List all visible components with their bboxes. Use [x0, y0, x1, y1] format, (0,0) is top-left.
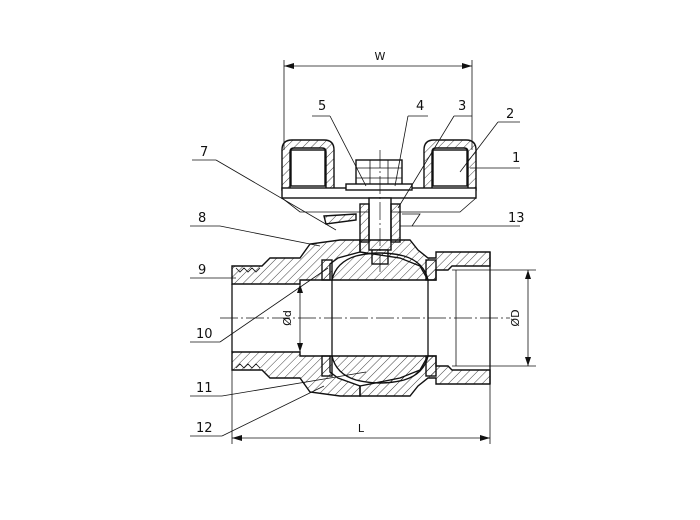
dimension-d-inner-label: Ød	[281, 310, 294, 326]
bore	[220, 284, 510, 352]
callout-1: 1	[512, 151, 520, 166]
callout-3: 3	[458, 99, 466, 114]
callout-7: 7	[200, 145, 208, 160]
ball	[331, 252, 429, 384]
dimension-w: W	[283, 50, 473, 150]
stem-nut	[345, 159, 413, 191]
callout-10: 10	[196, 327, 213, 342]
callout-2: 2	[506, 107, 514, 122]
dimension-l-label: L	[358, 422, 365, 435]
stop-plate	[323, 213, 421, 227]
callout-9: 9	[198, 263, 206, 278]
leader-lines	[190, 115, 520, 437]
callout-13: 13	[508, 211, 525, 226]
dimension-d-outer-label: ØD	[509, 309, 522, 326]
dimension-d-inner: Ød	[281, 284, 303, 352]
dimension-d-outer: ØD	[490, 269, 536, 367]
dimension-l: L	[231, 370, 491, 444]
callout-11: 11	[196, 381, 213, 396]
dimension-w-label: W	[375, 50, 386, 63]
callout-12: 12	[196, 421, 213, 436]
callout-4: 4	[416, 99, 424, 114]
seats	[321, 259, 437, 377]
callout-5: 5	[318, 99, 326, 114]
callout-8: 8	[198, 211, 206, 226]
callout-labels: 1 2 3 4 5 7 8 9 10 11 12 13	[196, 99, 525, 436]
